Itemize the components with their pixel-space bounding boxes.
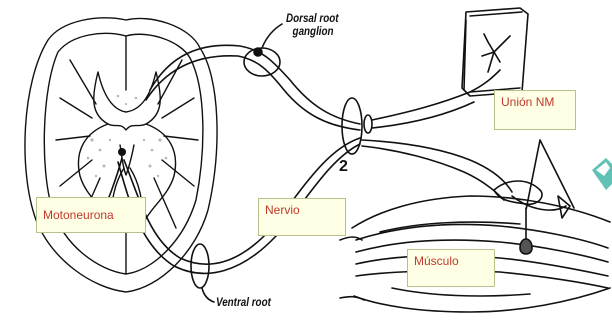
musculo-box: Músculo <box>407 249 495 287</box>
nervio-box: Nervio <box>258 198 346 236</box>
number-2-label: 2 <box>339 158 348 176</box>
nerve-band <box>342 98 362 154</box>
union-nm-box: Unión NM <box>494 90 576 130</box>
dorsal-root-ganglion-label: Dorsal root ganglion <box>286 12 338 38</box>
grey-matter <box>94 72 161 130</box>
dorsal-root <box>150 45 360 124</box>
motor-neuron-soma <box>118 148 126 156</box>
motor-axon-to-muscle <box>362 140 512 192</box>
motoneurona-box: Motoneurona <box>36 197 146 233</box>
muscle <box>352 196 610 228</box>
ventral-root-band <box>191 244 209 288</box>
ventral-root-label: Ventral root <box>216 296 271 309</box>
dorsal-root-label-line2: ganglion <box>286 25 338 38</box>
accent-arrow-icon <box>592 158 612 190</box>
